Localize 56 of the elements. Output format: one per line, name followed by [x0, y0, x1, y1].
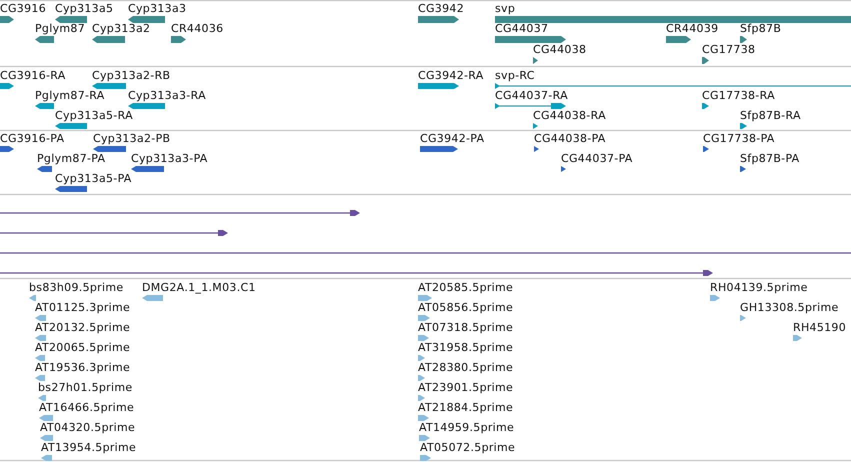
- feature-label: AT13954.5prime: [41, 441, 136, 454]
- feature-label: Cyp313a3-RA: [128, 89, 206, 102]
- feature-label: AT20585.5prime: [418, 281, 514, 294]
- feature-label: AT05072.5prime: [420, 441, 516, 454]
- feature-label: AT21884.5prime: [418, 401, 514, 414]
- feature-label: AT20132.5prime: [35, 321, 130, 334]
- feature-label: Pglym87: [35, 22, 85, 35]
- feature-label: Pglym87-RA: [35, 89, 105, 102]
- feature-label: CG44037-RA: [495, 89, 568, 102]
- feature-label: Sfp87B: [740, 22, 782, 35]
- feature-label: Sfp87B-RA: [740, 109, 801, 122]
- feature-label: Pglym87-PA: [37, 152, 106, 165]
- feature-label: AT01125.3prime: [35, 301, 130, 314]
- feature-label: AT31958.5prime: [418, 341, 514, 354]
- feature-label: CG44038-RA: [533, 109, 606, 122]
- feature-label: Cyp313a2-PB: [93, 132, 170, 145]
- feature-label: CR44039: [666, 22, 718, 35]
- feature-label: AT16466.5prime: [39, 401, 134, 414]
- feature-label: DMG2A.1_1.M03.C1: [142, 281, 256, 294]
- feature-label: bs27h01.5prime: [38, 381, 132, 394]
- feature-label: Cyp313a2-RB: [92, 69, 170, 82]
- feature-label: CG44037: [495, 22, 548, 35]
- feature-label: Sfp87B-PA: [740, 152, 800, 165]
- feature-label: bs83h09.5prime: [29, 281, 124, 294]
- feature-label: Cyp313a3: [128, 2, 186, 15]
- feature-label: Cyp313a2: [92, 22, 150, 35]
- feature-label: CR44036: [171, 22, 224, 35]
- feature-label: AT07318.5prime: [418, 321, 514, 334]
- feature-label: CG17738: [702, 43, 756, 56]
- feature-label: CG44038-PA: [534, 132, 606, 145]
- feature-label: AT19536.3prime: [35, 361, 130, 374]
- feature-label: RH04139.5prime: [710, 281, 808, 294]
- feature-label: AT14959.5prime: [419, 421, 514, 434]
- feature-label: CG3916: [0, 2, 46, 15]
- feature-label: CG44037-PA: [561, 152, 633, 165]
- feature-label: CG3916-RA: [0, 69, 66, 82]
- feature-label: Cyp313a3-PA: [131, 152, 208, 165]
- feature-label: Cyp313a5-PA: [55, 172, 132, 185]
- feature-label: CG3942: [418, 2, 464, 15]
- feature-label: CG17738-RA: [702, 89, 775, 102]
- feature-label: CG44038: [533, 43, 586, 56]
- feature-label: Cyp313a5-RA: [55, 109, 133, 122]
- feature-label: CG17738-PA: [703, 132, 775, 145]
- feature-label: AT04320.5prime: [40, 421, 136, 434]
- feature-label: AT28380.5prime: [418, 361, 514, 374]
- feature-label: AT05856.5prime: [418, 301, 514, 314]
- feature-label: CG3942-RA: [418, 69, 484, 82]
- feature-label: RH45190: [793, 321, 846, 334]
- feature-label: svp: [495, 2, 516, 15]
- feature-label: CG3916-PA: [0, 132, 64, 145]
- feature-label: CG3942-PA: [420, 132, 484, 145]
- feature-label: Cyp313a5: [55, 2, 114, 15]
- feature-label: GH13308.5prime: [740, 301, 839, 314]
- feature-label: AT20065.5prime: [35, 341, 130, 354]
- feature-label: AT23901.5prime: [418, 381, 514, 394]
- feature-label: svp-RC: [495, 69, 535, 82]
